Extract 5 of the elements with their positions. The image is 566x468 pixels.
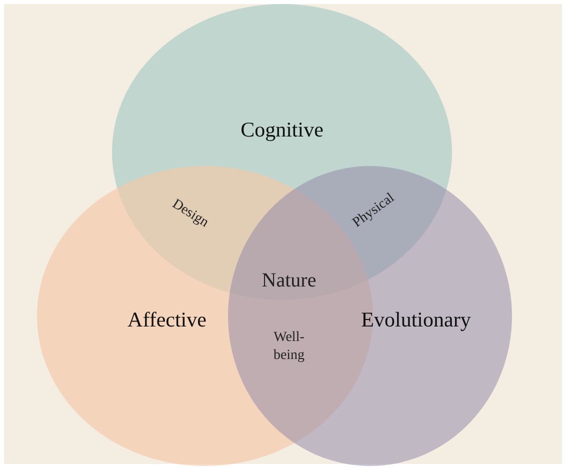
circle-label: Cognitive: [240, 118, 324, 142]
circle-label: Evolutionary: [361, 308, 471, 332]
circle-label: Affective: [128, 308, 206, 332]
overlap-label: Nature: [262, 270, 316, 292]
overlap-label: Well-being: [272, 328, 306, 365]
